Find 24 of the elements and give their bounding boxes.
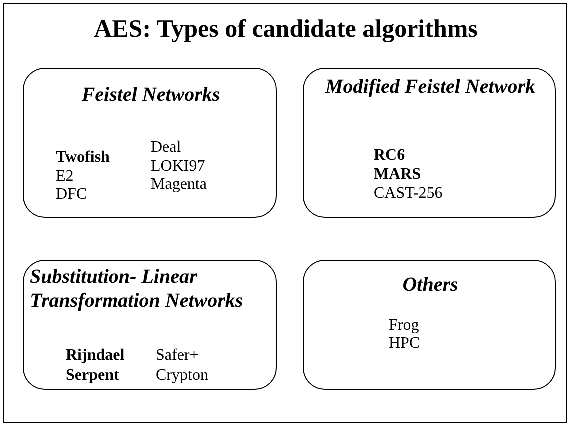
algorithm-name: Rijndael bbox=[66, 347, 125, 365]
algorithm-name: DFC bbox=[56, 186, 88, 204]
algorithm-name: Crypton bbox=[156, 367, 208, 385]
slide-title: AES: Types of candidate algorithms bbox=[93, 16, 479, 44]
category-box bbox=[23, 68, 277, 218]
category-heading: Feistel Networks bbox=[80, 83, 222, 107]
algorithm-name: HPC bbox=[389, 335, 420, 353]
algorithm-name: CAST-256 bbox=[374, 185, 443, 203]
category-box bbox=[303, 260, 556, 390]
algorithm-name: Deal bbox=[151, 139, 182, 157]
category-heading: Others bbox=[402, 273, 460, 297]
algorithm-name: Serpent bbox=[66, 367, 120, 385]
algorithm-name: RC6 bbox=[374, 147, 406, 165]
algorithm-name: Magenta bbox=[151, 176, 207, 194]
algorithm-name: Frog bbox=[389, 317, 420, 335]
algorithm-name: E2 bbox=[56, 168, 74, 186]
category-heading: Substitution- Linear Transformation Networks bbox=[30, 265, 244, 313]
algorithm-name: Twofish bbox=[56, 149, 110, 167]
category-heading: Modified Feistel Network bbox=[324, 75, 536, 99]
algorithm-name: LOKI97 bbox=[151, 158, 206, 176]
algorithm-name: MARS bbox=[374, 166, 422, 184]
category-box bbox=[23, 260, 277, 390]
category-box bbox=[303, 68, 556, 218]
algorithm-name: Safer+ bbox=[156, 347, 199, 365]
